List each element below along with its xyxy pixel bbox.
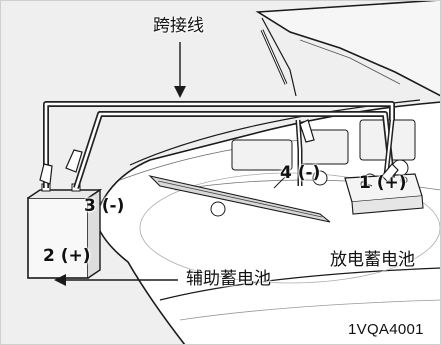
booster-battery-label: 辅助蓄电池 (186, 269, 271, 289)
discharged-battery-label: 放电蓄电池 (330, 250, 415, 270)
figure-code: 1VQA4001 (348, 321, 424, 338)
hood-support-strut (260, 29, 288, 85)
step-3-label: 3 (-) (84, 196, 125, 216)
cable-clamps (39, 119, 399, 185)
step-4-label: 4 (-) (280, 163, 321, 183)
wiper-linkage (148, 175, 331, 223)
callout-arrows (54, 42, 373, 286)
car-body (94, 99, 441, 345)
open-hood (255, 0, 441, 97)
step-1-label: 1 (+) (359, 173, 407, 193)
jumper-cables (43, 101, 395, 189)
step-2-label: 2 (+) (43, 246, 91, 266)
jumper-cable-label: 跨接线 (153, 16, 204, 36)
